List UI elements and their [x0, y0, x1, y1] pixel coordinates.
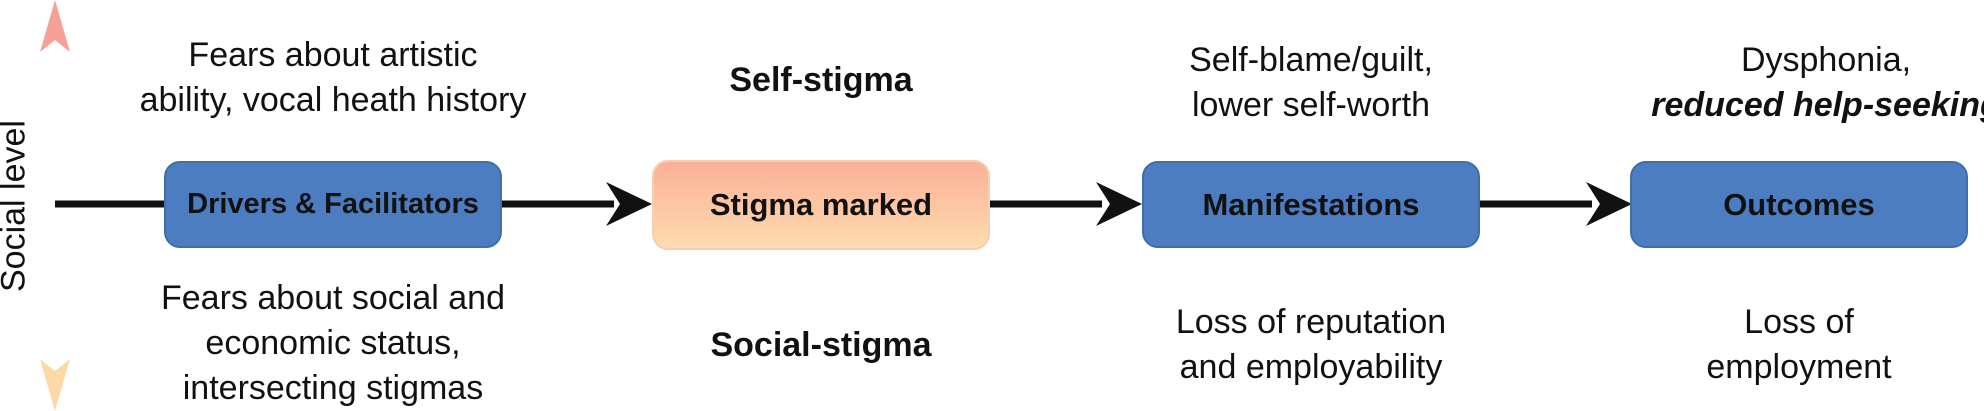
drivers-facilitators-box: Drivers & Facilitators: [164, 161, 502, 248]
outcomes-bottom-annotation: Loss of employment: [1706, 303, 1892, 386]
outcomes-label: Outcomes: [1723, 186, 1875, 222]
manifestations-bottom-annotation: Loss of reputation and employability: [1175, 303, 1447, 386]
stigma-marked-label: Stigma marked: [709, 187, 933, 222]
drivers-facilitators-label: Drivers & Facilitators: [187, 188, 479, 220]
manifestations-box: Manifestations: [1142, 161, 1480, 248]
axis-arrow-down-icon: [40, 359, 70, 411]
social-stigma-label: Social-stigma: [710, 326, 932, 364]
stigma-marked-box: Stigma marked: [652, 160, 990, 250]
manifestations-label: Manifestations: [1202, 186, 1420, 222]
arrowhead-icon: [1586, 182, 1632, 226]
reduced-help-seeking-emphasis: reduced help-seeking: [1651, 86, 1984, 124]
outcomes-box: Outcomes: [1630, 161, 1968, 248]
drivers-bottom-annotation: Fears about social and economic status, …: [161, 279, 505, 407]
arrowhead-icon: [606, 182, 652, 226]
manifestations-top-annotation: Self-blame/guilt, lower self-worth: [1189, 41, 1433, 124]
drivers-top-annotation: Fears about artistic ability, vocal heat…: [139, 36, 527, 119]
arrowhead-icon: [1096, 182, 1142, 226]
social-level-axis-label: Social level: [0, 120, 33, 292]
arrow-manifestations-to-outcomes: [1476, 182, 1632, 226]
arrow-stigma-to-manifestations: [988, 182, 1142, 226]
axis-arrow-up-icon: [40, 0, 70, 52]
self-stigma-label: Self-stigma: [729, 61, 913, 99]
outcomes-top-annotation: Dysphonia, reduced help-seeking: [1651, 38, 1984, 128]
arrow-drivers-to-stigma: [500, 182, 652, 226]
